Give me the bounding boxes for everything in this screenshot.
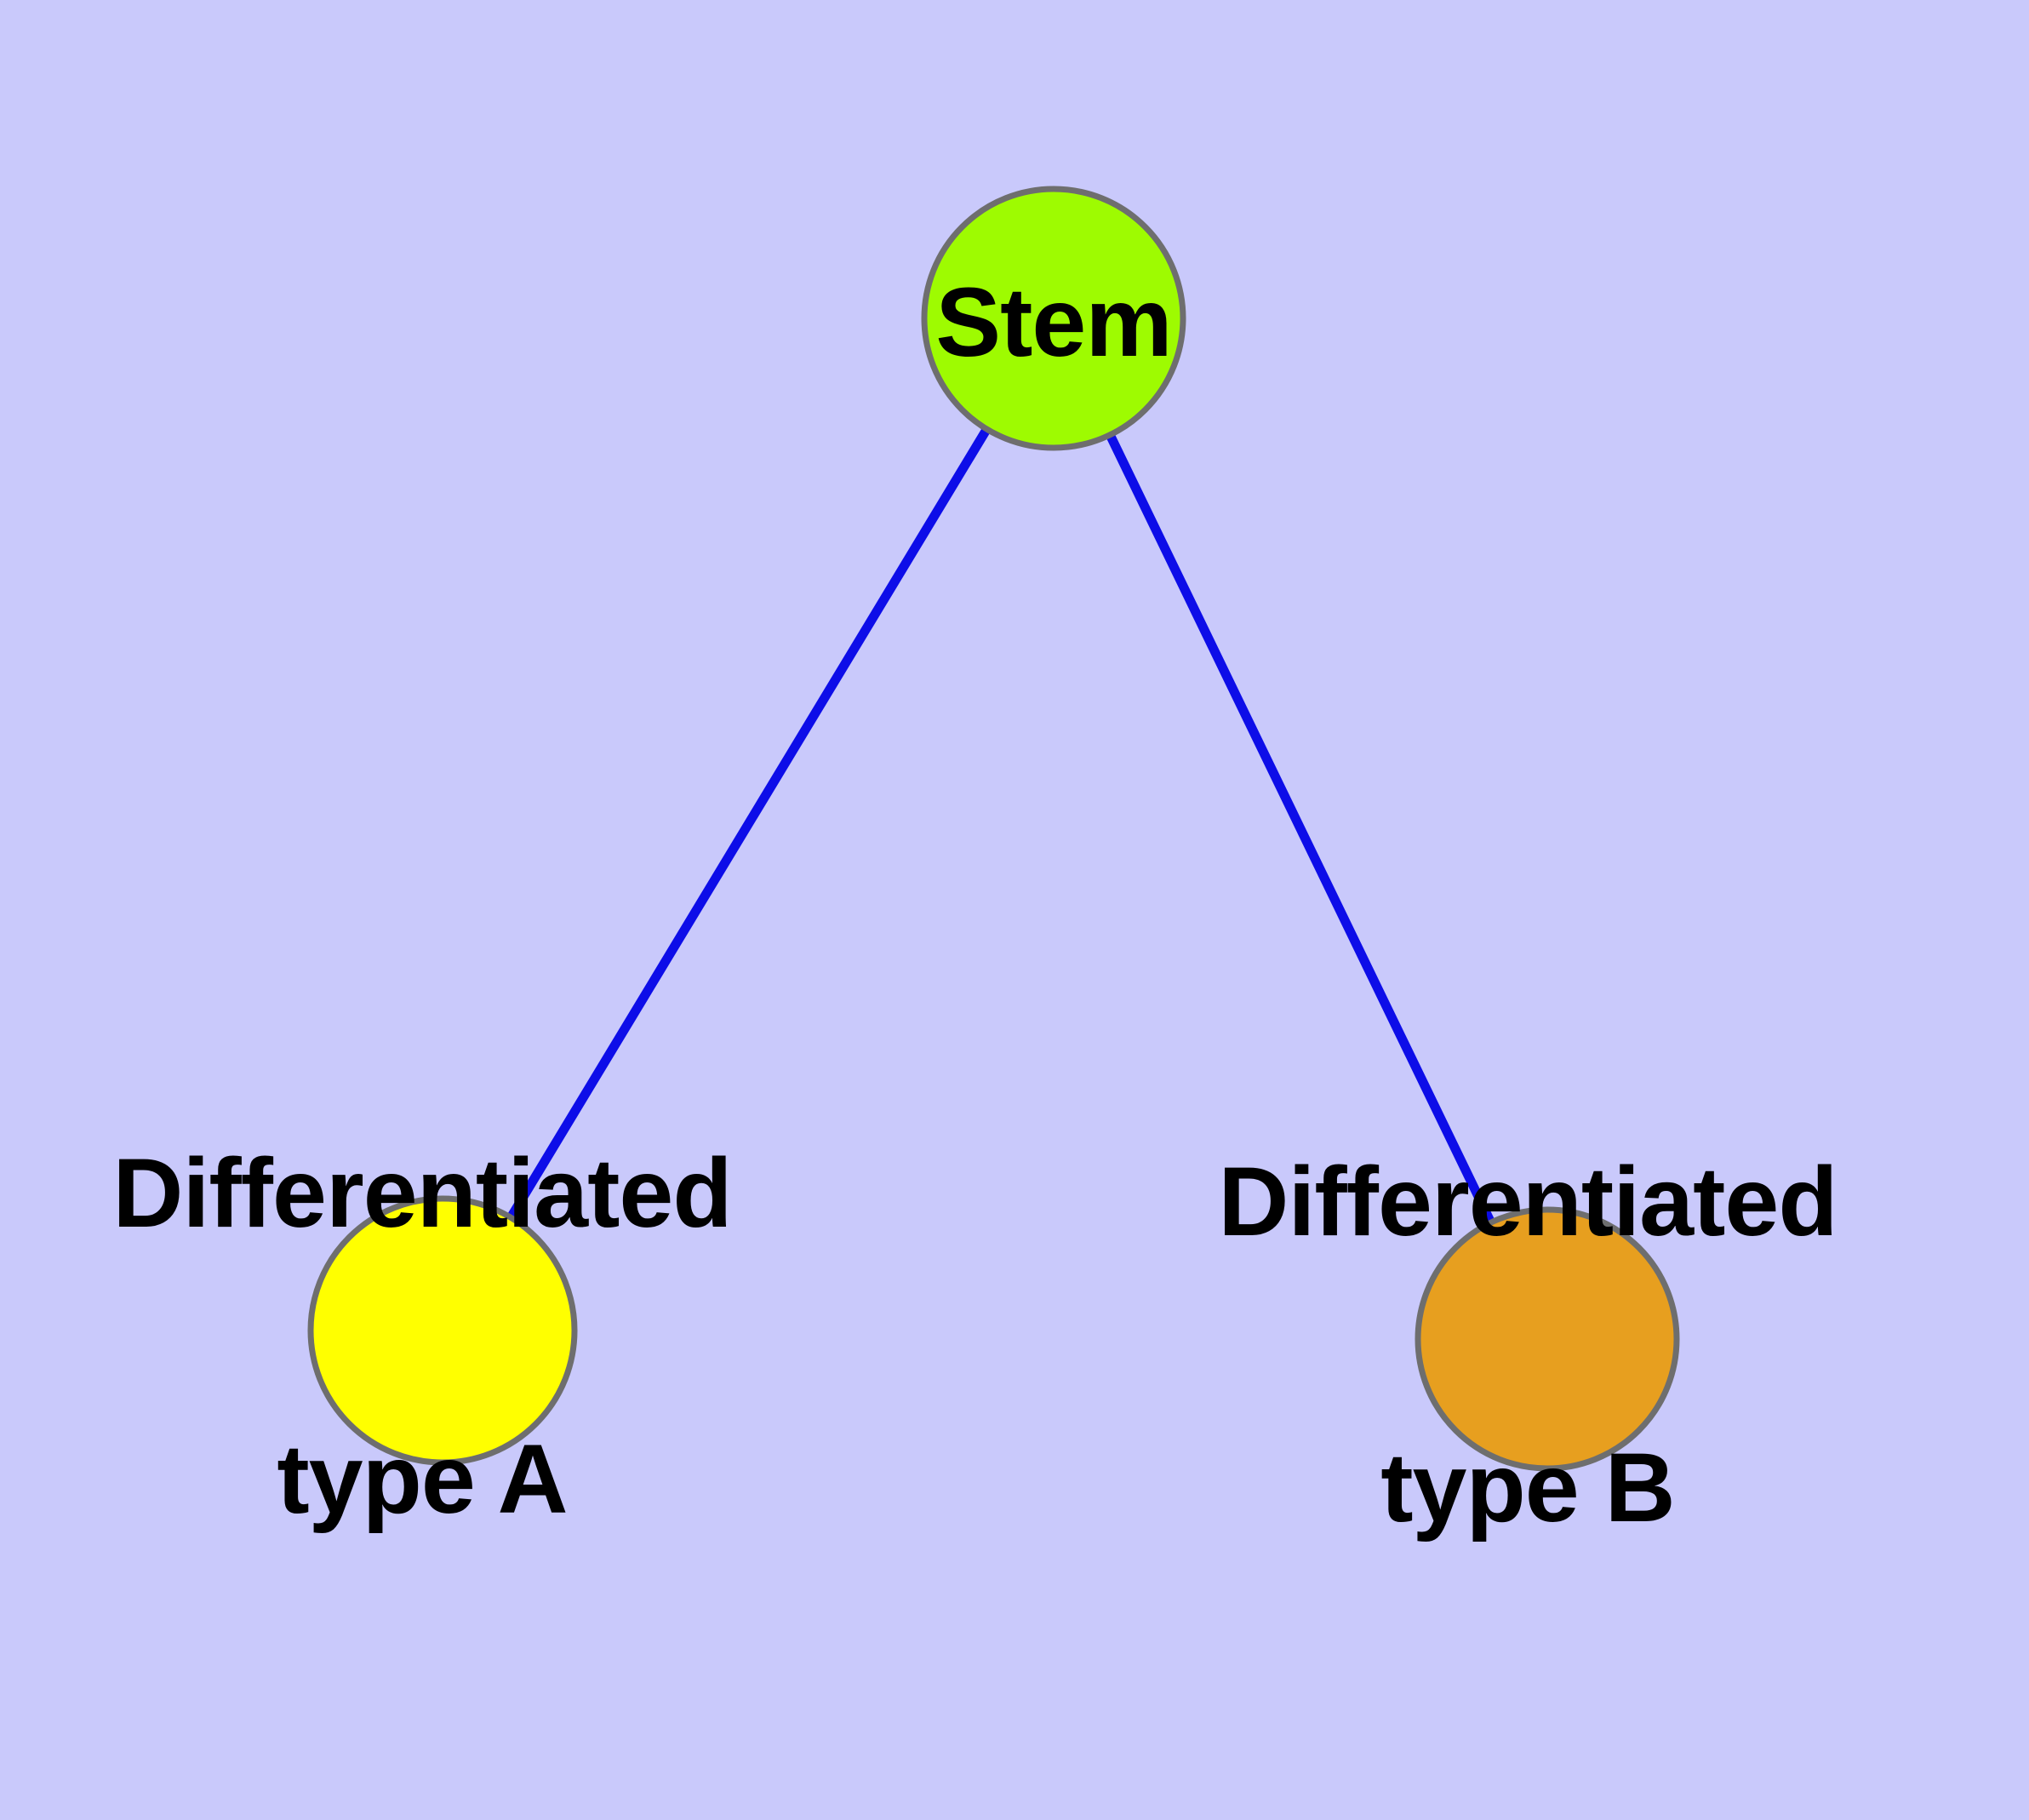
node-layer bbox=[307, 186, 1680, 1472]
node-stem[interactable] bbox=[921, 186, 1186, 451]
edge-stem-to-differentiated-type-b[interactable] bbox=[1049, 313, 1552, 1344]
edge-stem-to-differentiated-type-a[interactable] bbox=[437, 313, 1059, 1336]
node-differentiated-type-b[interactable] bbox=[1415, 1206, 1680, 1472]
node-differentiated-type-a[interactable] bbox=[307, 1195, 578, 1466]
edge-layer bbox=[437, 313, 1552, 1344]
